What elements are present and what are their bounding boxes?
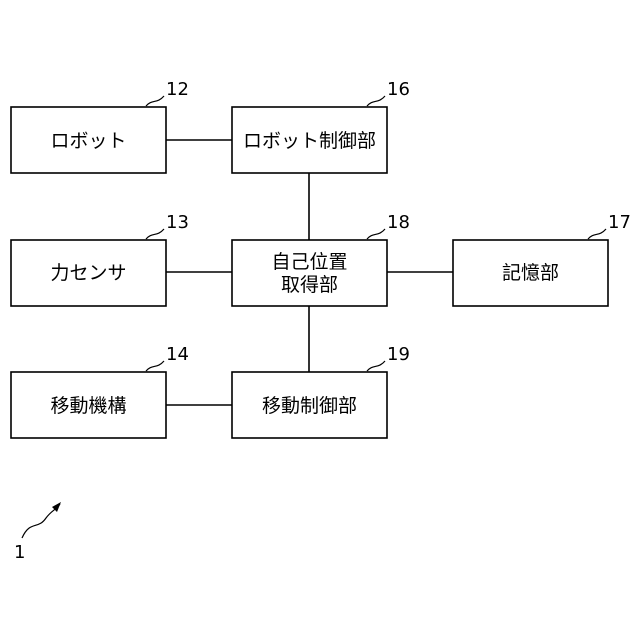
movement-control-block: 移動制御部 xyxy=(232,372,387,438)
ref-leader-14 xyxy=(146,361,164,371)
ref-leader-16 xyxy=(367,96,385,106)
self-position-label-line-2: 取得部 xyxy=(281,274,338,296)
ref-numeral-17: 17 xyxy=(608,212,631,233)
system-ref-numeral: 1 xyxy=(14,542,25,563)
moving-mechanism-label: 移動機構 xyxy=(50,395,126,417)
ref-numeral-14: 14 xyxy=(166,344,189,365)
force-sensor-label: 力センサ xyxy=(50,262,126,284)
ref-leader-13 xyxy=(146,229,164,239)
force-sensor-block: 力センサ xyxy=(11,240,166,306)
ref-numeral-18: 18 xyxy=(387,212,410,233)
ref-numeral-19: 19 xyxy=(387,344,410,365)
storage-block: 記憶部 xyxy=(453,240,608,306)
ref-leader-12 xyxy=(146,96,164,106)
moving-mechanism-block: 移動機構 xyxy=(11,372,166,438)
robot-block: ロボット xyxy=(11,107,166,173)
ref-leader-19 xyxy=(367,361,385,371)
robot-control-block: ロボット制御部 xyxy=(232,107,387,173)
storage-label: 記憶部 xyxy=(502,262,559,284)
self-position-label-line-1: 自己位置 xyxy=(271,251,347,273)
self-position-block: 自己位置 取得部 xyxy=(232,240,387,306)
robot-control-label: ロボット制御部 xyxy=(243,130,376,152)
ref-leader-17 xyxy=(588,229,606,239)
ref-numeral-13: 13 xyxy=(166,212,189,233)
ref-numeral-16: 16 xyxy=(387,79,410,100)
movement-control-label: 移動制御部 xyxy=(262,395,357,417)
ref-numeral-12: 12 xyxy=(166,79,189,100)
ref-leader-18 xyxy=(367,229,385,239)
robot-label: ロボット xyxy=(50,130,126,152)
